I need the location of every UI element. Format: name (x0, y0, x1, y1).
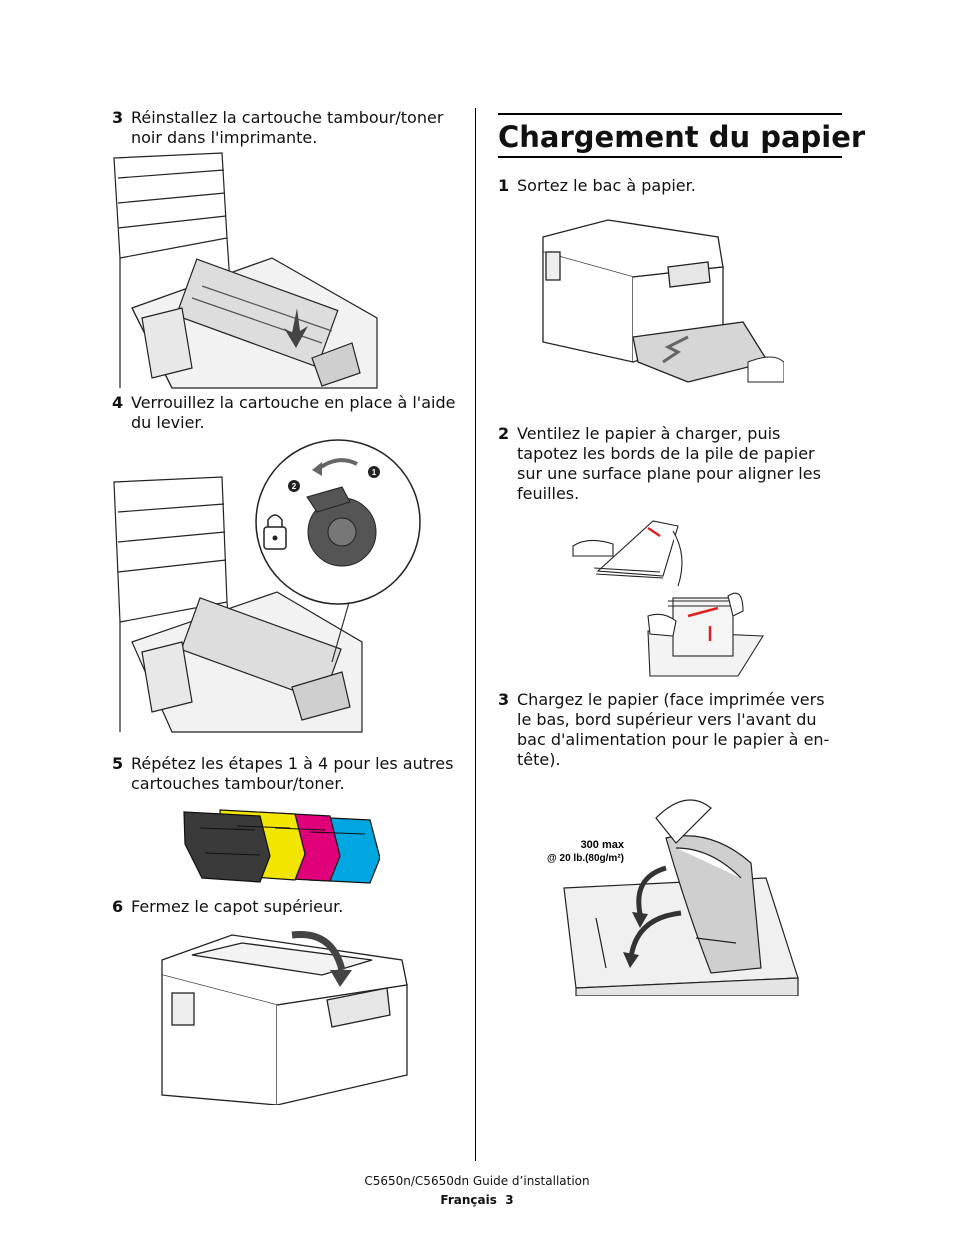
svg-text:1: 1 (372, 468, 377, 477)
marker-1 (368, 466, 380, 478)
section-heading: Chargement du papier (498, 120, 866, 154)
right-step-2: 2 Ventilez le papier à charger, puis tap… (498, 424, 843, 504)
left-step-4: 4 Verrouillez la cartouche en place à l'… (112, 393, 462, 433)
step-text: Fermez le capot supérieur. (131, 897, 344, 916)
svg-text:2: 2 (292, 482, 297, 491)
left-step-3: 3 Réinstallez la cartouche tambour/toner… (112, 108, 462, 148)
right-step-1: 1 Sortez le bac à papier. (498, 176, 843, 196)
hand-icon (747, 356, 784, 383)
column-divider (475, 108, 476, 1161)
fan-arrow-icon (647, 526, 661, 538)
close-arrow-icon (330, 970, 352, 987)
pull-tray-illustration (538, 212, 784, 388)
step-text: Ventilez le papier à charger, puis tapot… (517, 424, 821, 503)
step-text: Verrouillez la cartouche en place à l'ai… (131, 393, 456, 432)
load-arrow-icon (632, 912, 648, 928)
load-paper-tray-illustration: 300 max @ 20 lb.(80g/m²) (536, 768, 804, 996)
marker-2 (288, 480, 300, 492)
step-number: 3 (498, 690, 510, 709)
heading-rule-bottom (498, 156, 842, 158)
step-text: Chargez le papier (face imprimée vers le… (517, 690, 830, 769)
padlock-icon (263, 514, 287, 550)
printer-close-cover-illustration (152, 915, 420, 1105)
pull-arrow-icon (662, 335, 689, 364)
heading-rule-top (498, 113, 842, 115)
tray-paper-weight-label: @ 20 lb.(80g/m²) (547, 853, 624, 864)
step-number: 4 (112, 393, 124, 412)
step-text: Sortez le bac à papier. (517, 176, 696, 195)
step-number: 2 (498, 424, 510, 443)
step-text: Répétez les étapes 1 à 4 pour les autres… (131, 754, 454, 793)
footer-guide-title: C5650n/C5650dn Guide d’installation (364, 1174, 590, 1188)
footer-language: Français (440, 1193, 497, 1207)
footer-page-number: 3 (505, 1193, 514, 1207)
load-arrow-icon-2 (623, 952, 639, 968)
cartridge-black (183, 811, 271, 883)
step-number: 1 (498, 176, 510, 195)
fan-paper-illustration (568, 516, 764, 680)
left-step-6: 6 Fermez le capot supérieur. (112, 897, 462, 917)
down-arrow-icon (284, 308, 308, 348)
color-cartridges-illustration (183, 809, 380, 884)
printer-insert-cartridge-illustration (112, 148, 382, 393)
tray-capacity-label: 300 max (581, 839, 625, 851)
step-number: 5 (112, 754, 124, 773)
step-number: 3 (112, 108, 124, 127)
footer-page: Français 3 (0, 1193, 954, 1207)
lock-lever-illustration: 2 1 (112, 432, 422, 735)
left-step-5: 5 Répétez les étapes 1 à 4 pour les autr… (112, 754, 462, 794)
spread-arrow-icon (687, 606, 719, 618)
rotate-arrow-icon (312, 462, 322, 476)
step-text: Réinstallez la cartouche tambour/toner n… (131, 108, 444, 147)
right-step-3: 3 Chargez le papier (face imprimée vers … (498, 690, 843, 770)
step-number: 6 (112, 897, 124, 916)
